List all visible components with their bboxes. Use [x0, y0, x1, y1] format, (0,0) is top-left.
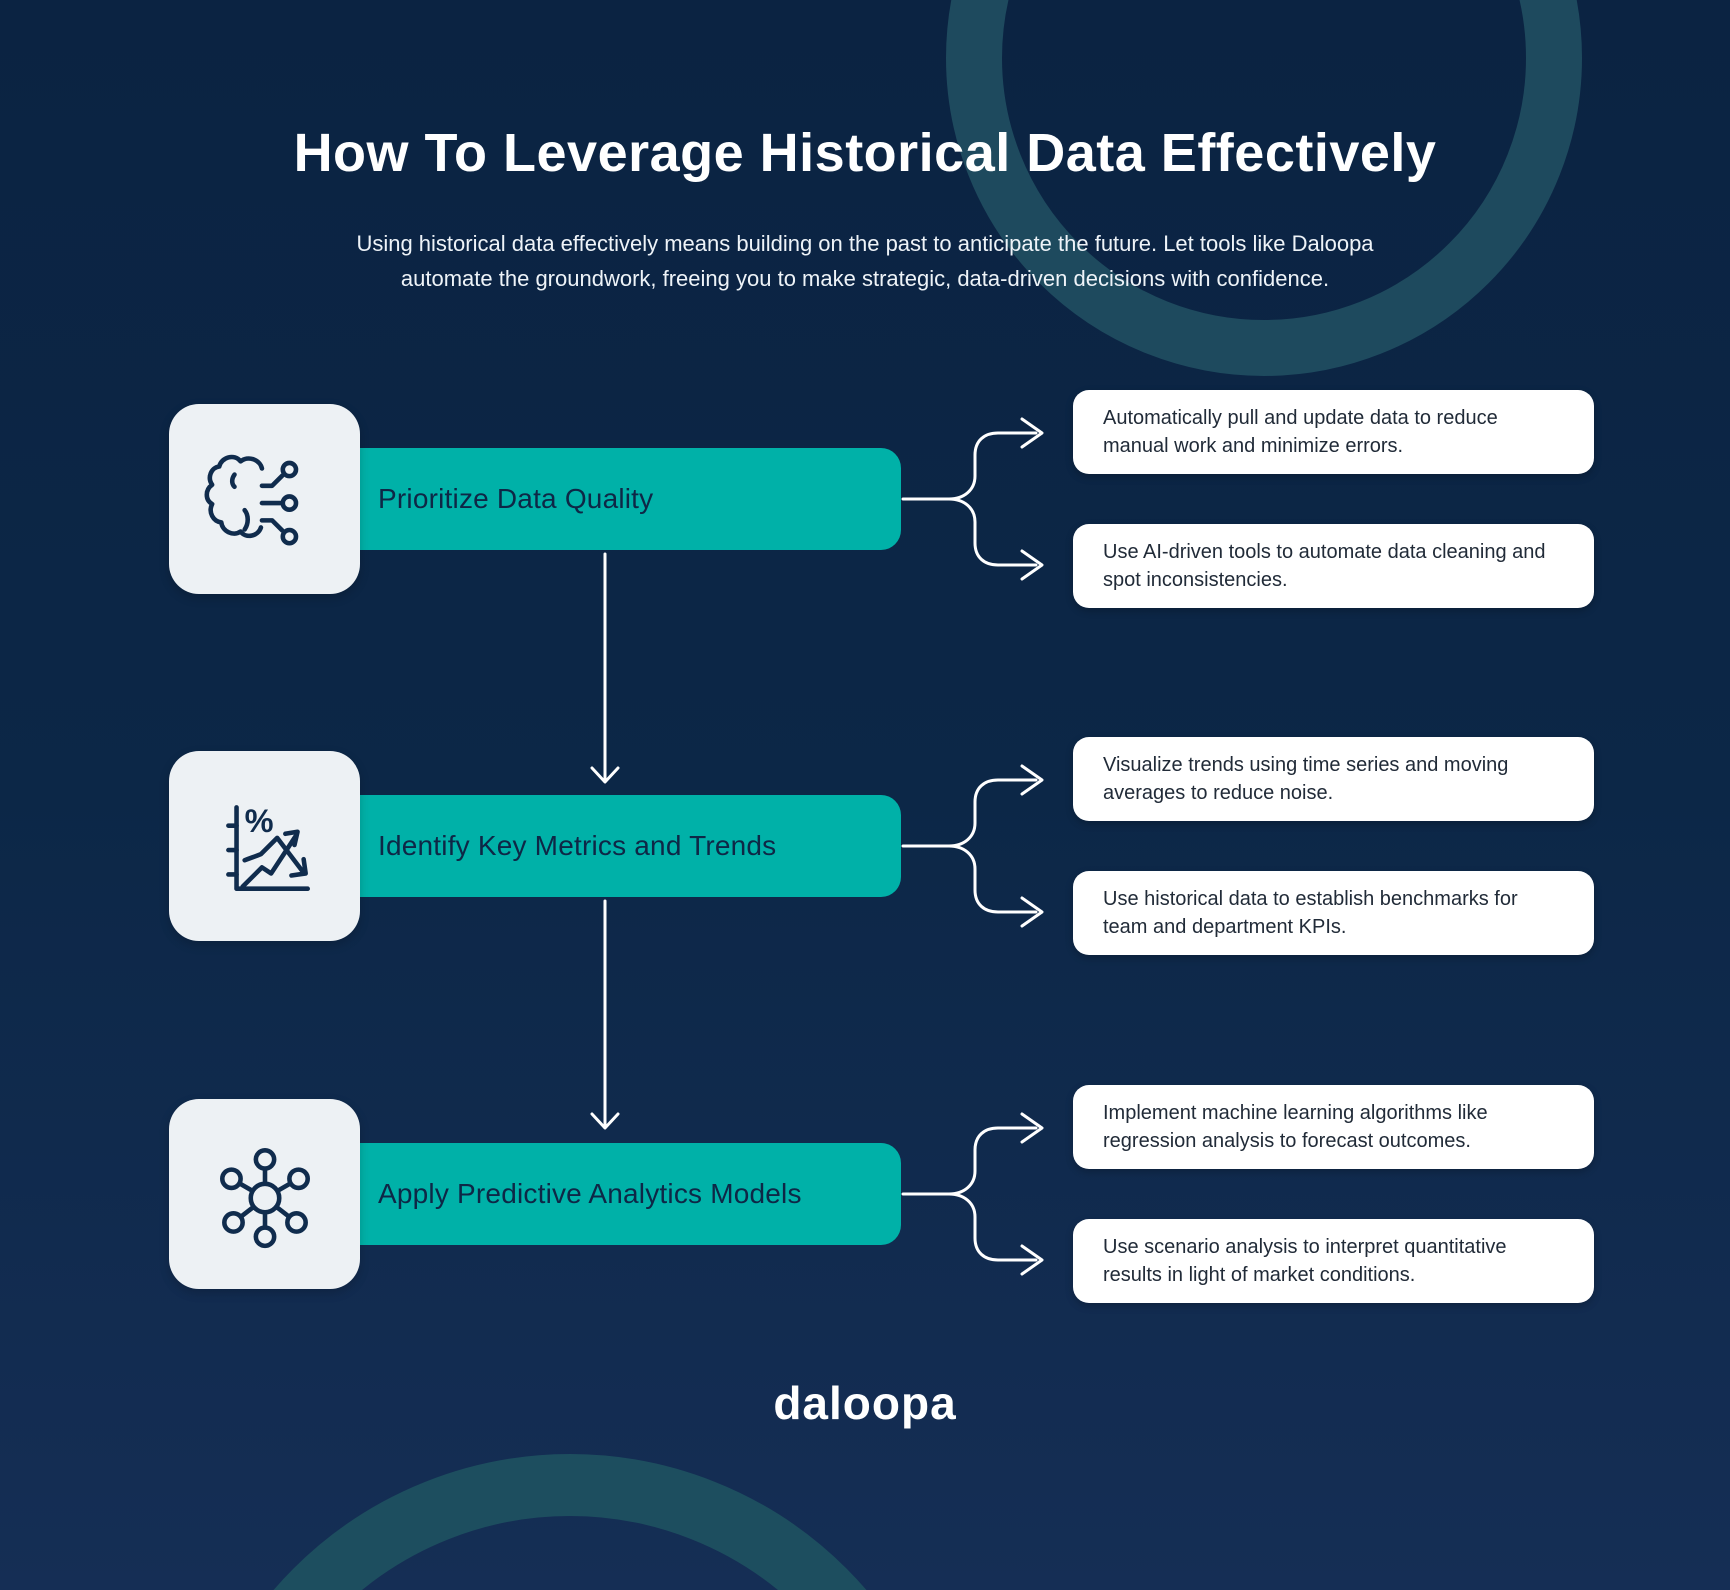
network-icon: [219, 1147, 310, 1249]
callout-text: Use historical data to establish benchma…: [1103, 887, 1518, 938]
step-2-icon-tile: %: [169, 751, 360, 941]
down-arrow-1: [590, 552, 620, 784]
branch-connector-2: [901, 764, 1044, 928]
step-2-callout-2: Use historical data to establish benchma…: [1073, 871, 1594, 955]
page-subtitle: Using historical data effectively means …: [0, 226, 1730, 296]
step-3-icon-tile: [169, 1099, 360, 1289]
callout-text: Visualize trends using time series and m…: [1103, 753, 1509, 804]
subtitle-line-2: automate the groundwork, freeing you to …: [400, 266, 1330, 292]
brand-logo: daloopa: [773, 1377, 957, 1429]
step-1-callout-1: Automatically pull and update data to re…: [1073, 390, 1594, 474]
branch-connector-1: [901, 417, 1044, 581]
step-3-callout-2: Use scenario analysis to interpret quant…: [1073, 1219, 1594, 1303]
ai-brain-icon: [204, 454, 298, 546]
step-1-banner: Prioritize Data Quality: [330, 448, 901, 550]
decor-ring-bottom-left: [274, 1454, 866, 1590]
step-1-label: Prioritize Data Quality: [378, 483, 654, 514]
branch-connector-3: [901, 1112, 1044, 1276]
step-3-banner: Apply Predictive Analytics Models: [330, 1143, 901, 1245]
callout-text: Automatically pull and update data to re…: [1103, 406, 1498, 457]
down-arrow-2: [590, 899, 620, 1130]
page-title: How To Leverage Historical Data Effectiv…: [293, 123, 1437, 183]
svg-text:%: %: [244, 803, 273, 839]
trend-chart-icon: %: [225, 803, 310, 891]
step-2-callout-1: Visualize trends using time series and m…: [1073, 737, 1594, 821]
callout-text: Implement machine learning algorithms li…: [1103, 1101, 1488, 1152]
step-3-callout-1: Implement machine learning algorithms li…: [1073, 1085, 1594, 1169]
step-2-banner: Identify Key Metrics and Trends: [330, 795, 901, 897]
step-1-callout-2: Use AI-driven tools to automate data cle…: [1073, 524, 1594, 608]
callout-text: Use AI-driven tools to automate data cle…: [1103, 540, 1546, 591]
callout-text: Use scenario analysis to interpret quant…: [1103, 1235, 1507, 1286]
step-3-label: Apply Predictive Analytics Models: [378, 1178, 802, 1209]
step-1-icon-tile: [169, 404, 360, 594]
subtitle-line-1: Using historical data effectively means …: [356, 231, 1374, 256]
step-2-label: Identify Key Metrics and Trends: [378, 830, 777, 861]
